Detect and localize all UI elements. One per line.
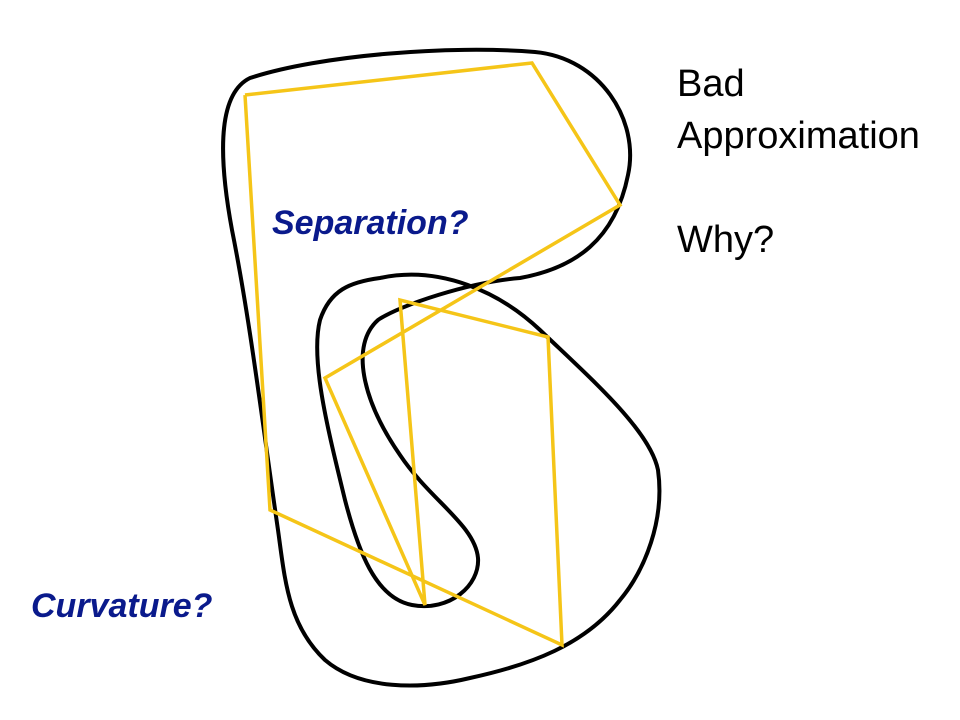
note-bad: Bad [677,63,745,105]
note-approximation: Approximation [677,115,920,157]
smooth-closed-curve [221,47,662,688]
label-separation: Separation? [272,204,469,242]
note-why: Why? [677,219,775,261]
label-curvature: Curvature? [31,587,213,625]
approximation-polygon [243,61,623,648]
